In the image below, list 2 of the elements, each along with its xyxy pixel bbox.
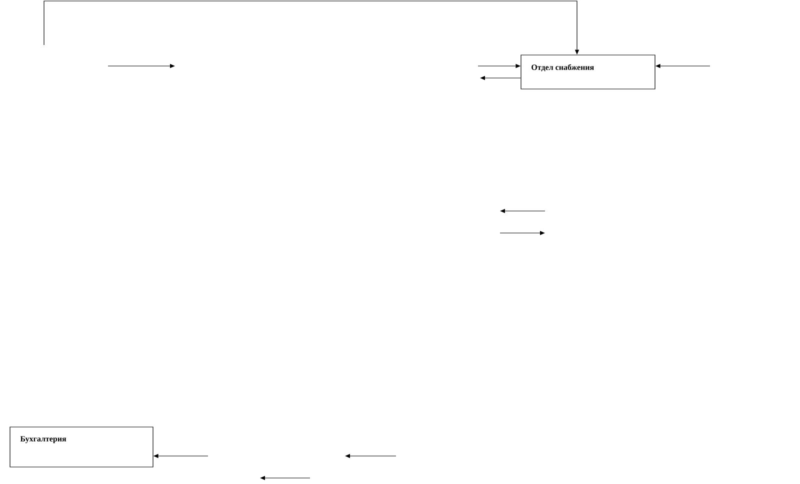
department-box: Отдел снабжения (520, 54, 656, 90)
department-box: Бухгалтерия (10, 426, 154, 468)
